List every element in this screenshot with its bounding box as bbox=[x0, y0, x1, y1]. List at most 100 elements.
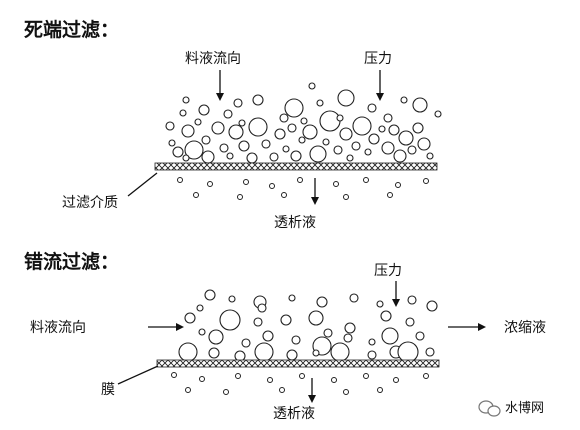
feed-particle bbox=[184, 312, 196, 324]
cake-particle bbox=[364, 148, 372, 156]
cake-particle bbox=[282, 145, 290, 153]
cross-flow-section: 错流过滤： 压力 料液流向 浓缩液 膜 透析液 bbox=[24, 250, 546, 422]
feed-particle bbox=[280, 314, 292, 326]
cake-particle bbox=[201, 150, 215, 164]
cake-particle bbox=[339, 127, 353, 141]
cake-particle bbox=[337, 89, 355, 107]
cake-particle bbox=[238, 119, 246, 127]
cake-particle bbox=[393, 149, 407, 163]
cake-particle bbox=[309, 145, 327, 163]
cake-particle bbox=[388, 124, 400, 136]
feed-particle bbox=[219, 309, 241, 331]
dead-end-feed-direction-label: 料液流向 bbox=[185, 51, 241, 67]
cake-particle bbox=[269, 152, 279, 162]
cake-particle bbox=[179, 109, 187, 117]
cake-particle bbox=[322, 138, 330, 146]
feed-particle bbox=[330, 342, 350, 362]
dead-end-section: 死端过滤： 料液流向 压力 过滤介质 透析液 bbox=[24, 18, 442, 231]
cake-particle bbox=[412, 122, 424, 134]
cake-particle bbox=[400, 96, 408, 104]
permeate-particle bbox=[199, 376, 205, 382]
feed-particle bbox=[208, 329, 224, 345]
feed-particle bbox=[291, 335, 301, 345]
filtrate-particle bbox=[281, 192, 287, 198]
cake-particle bbox=[351, 141, 361, 151]
feed-particle bbox=[349, 293, 359, 303]
filtrate-particle bbox=[237, 194, 243, 200]
cross-flow-heading: 错流过滤： bbox=[24, 250, 119, 273]
feed-particle bbox=[425, 347, 435, 357]
cake-particle bbox=[211, 121, 225, 135]
cake-particle bbox=[223, 109, 233, 119]
dead-end-particles bbox=[165, 82, 442, 164]
cross-flow-membrane-label: 膜 bbox=[101, 382, 115, 398]
cross-flow-concentrate-label: 浓缩液 bbox=[504, 320, 546, 336]
cake-particle bbox=[228, 124, 244, 140]
cake-particle bbox=[308, 82, 316, 90]
feed-particle bbox=[308, 310, 324, 326]
feed-particle bbox=[208, 347, 220, 359]
filtrate-particle bbox=[333, 181, 339, 187]
cake-particle bbox=[172, 146, 184, 158]
cake-particle bbox=[367, 103, 377, 113]
cake-particle bbox=[182, 154, 190, 162]
feed-particle bbox=[228, 295, 236, 303]
filtrate-particle bbox=[387, 192, 393, 198]
permeate-particle bbox=[423, 373, 429, 379]
cake-particle bbox=[316, 99, 324, 107]
permeate-particle bbox=[393, 377, 399, 383]
permeate-particle bbox=[279, 387, 285, 393]
permeate-particle bbox=[171, 372, 177, 378]
cake-particle bbox=[381, 141, 395, 155]
feed-particle bbox=[288, 294, 296, 302]
filtrate-particle bbox=[423, 178, 429, 184]
filtrate-particle bbox=[207, 181, 213, 187]
feed-particle bbox=[323, 328, 333, 338]
cross-flow-permeate-dots bbox=[171, 372, 429, 395]
filtrate-particle bbox=[177, 177, 183, 183]
feed-particle bbox=[426, 300, 438, 312]
feed-particle bbox=[344, 322, 356, 334]
permeate-particle bbox=[223, 389, 229, 395]
cake-particle bbox=[182, 96, 190, 104]
cake-particle bbox=[246, 152, 258, 164]
permeate-particle bbox=[331, 377, 337, 383]
cake-particle bbox=[336, 114, 344, 122]
feed-particle bbox=[407, 295, 417, 305]
cake-particle bbox=[219, 143, 229, 153]
cake-particle bbox=[319, 110, 341, 132]
feed-particle bbox=[178, 342, 198, 362]
cake-particle bbox=[279, 113, 289, 123]
feed-particle bbox=[381, 327, 399, 345]
cake-particle bbox=[165, 121, 175, 131]
permeate-particle bbox=[185, 387, 191, 393]
cake-particle bbox=[290, 150, 302, 162]
wechat-logo-icon bbox=[478, 400, 501, 417]
dead-end-heading: 死端过滤： bbox=[24, 18, 119, 41]
cake-particle bbox=[287, 123, 297, 133]
permeate-particle bbox=[343, 389, 349, 395]
feed-particle bbox=[368, 338, 376, 346]
feed-particle bbox=[286, 349, 298, 361]
cake-particle bbox=[168, 139, 176, 147]
cross-flow-pressure-label: 压力 bbox=[374, 263, 402, 279]
cake-particle bbox=[238, 140, 250, 152]
cake-particle bbox=[378, 125, 386, 133]
dead-end-permeate-label: 透析液 bbox=[274, 215, 316, 231]
filtrate-particle bbox=[363, 177, 369, 183]
cross-flow-membrane-pointer bbox=[117, 365, 159, 385]
permeate-particle bbox=[235, 373, 241, 379]
cake-particle bbox=[398, 130, 414, 146]
watermark-text: 水博网 bbox=[505, 401, 544, 416]
cake-particle bbox=[198, 104, 210, 116]
filtrate-particle bbox=[269, 183, 275, 189]
feed-particle bbox=[316, 296, 328, 308]
feed-particle bbox=[415, 331, 425, 341]
cake-particle bbox=[300, 117, 308, 125]
permeate-particle bbox=[377, 387, 383, 393]
dead-end-filter-medium-label: 过滤介质 bbox=[62, 195, 118, 211]
cake-particle bbox=[298, 136, 306, 144]
cake-particle bbox=[252, 94, 264, 106]
feed-particle bbox=[380, 310, 392, 322]
feed-particle bbox=[367, 350, 377, 360]
